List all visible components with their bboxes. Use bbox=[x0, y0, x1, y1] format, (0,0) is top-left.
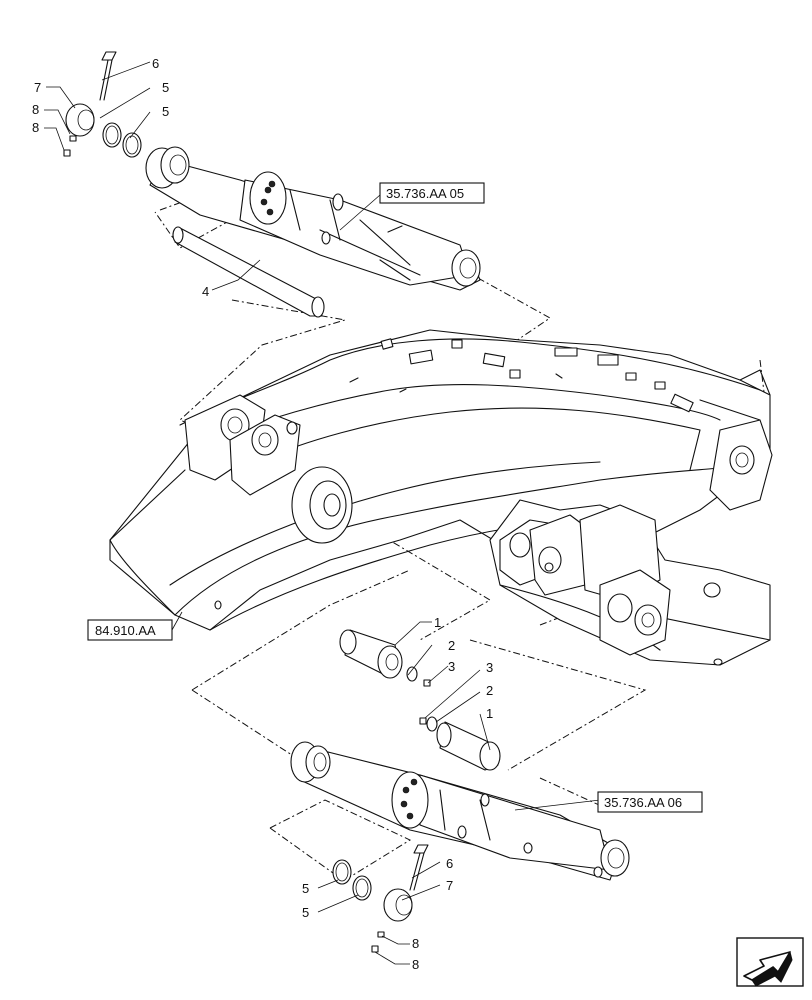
boom bbox=[109, 329, 773, 666]
upper-cylinder bbox=[145, 146, 481, 291]
upper-small-parts bbox=[63, 51, 142, 158]
callout-4: 4 bbox=[202, 284, 209, 299]
pin-upper-long bbox=[172, 226, 325, 318]
callout-8-bot-a: 8 bbox=[412, 936, 419, 951]
callout-8-bot-b: 8 bbox=[412, 957, 419, 972]
lower-small-parts bbox=[332, 844, 429, 953]
callout-numbers: 6 7 5 5 8 8 4 1 2 3 3 2 1 6 7 5 5 8 8 bbox=[32, 56, 493, 972]
lower-cylinder bbox=[290, 741, 630, 881]
callout-8-top-a: 8 bbox=[32, 102, 39, 117]
callout-2-upper: 2 bbox=[448, 638, 455, 653]
callout-5-bot-a: 5 bbox=[302, 881, 309, 896]
callout-6-top: 6 bbox=[152, 56, 159, 71]
reference-upper-cylinder[interactable]: 35.736.AA 05 bbox=[386, 186, 464, 201]
callout-6-bot: 6 bbox=[446, 856, 453, 871]
leader-lines bbox=[44, 61, 601, 965]
reference-boom[interactable]: 84.910.AA bbox=[95, 623, 156, 638]
reference-box-upper[interactable]: 35.736.AA 05 bbox=[379, 182, 485, 204]
callout-7-top: 7 bbox=[34, 80, 41, 95]
middle-pin-parts bbox=[339, 629, 501, 771]
callout-1-upper: 1 bbox=[434, 615, 441, 630]
callout-3-lower: 3 bbox=[486, 660, 493, 675]
callout-7-bot: 7 bbox=[446, 878, 453, 893]
reference-box-boom[interactable]: 84.910.AA bbox=[87, 619, 173, 641]
callout-8-top-b: 8 bbox=[32, 120, 39, 135]
callout-5-top-b: 5 bbox=[162, 104, 169, 119]
callout-5-top-a: 5 bbox=[162, 80, 169, 95]
reference-box-lower[interactable]: 35.736.AA 06 bbox=[597, 791, 703, 813]
next-page-arrow-icon[interactable] bbox=[736, 937, 804, 987]
reference-lower-cylinder[interactable]: 35.736.AA 06 bbox=[604, 795, 682, 810]
callout-2-lower: 2 bbox=[486, 683, 493, 698]
callout-3-upper: 3 bbox=[448, 659, 455, 674]
callout-1-lower: 1 bbox=[486, 706, 493, 721]
callout-5-bot-b: 5 bbox=[302, 905, 309, 920]
